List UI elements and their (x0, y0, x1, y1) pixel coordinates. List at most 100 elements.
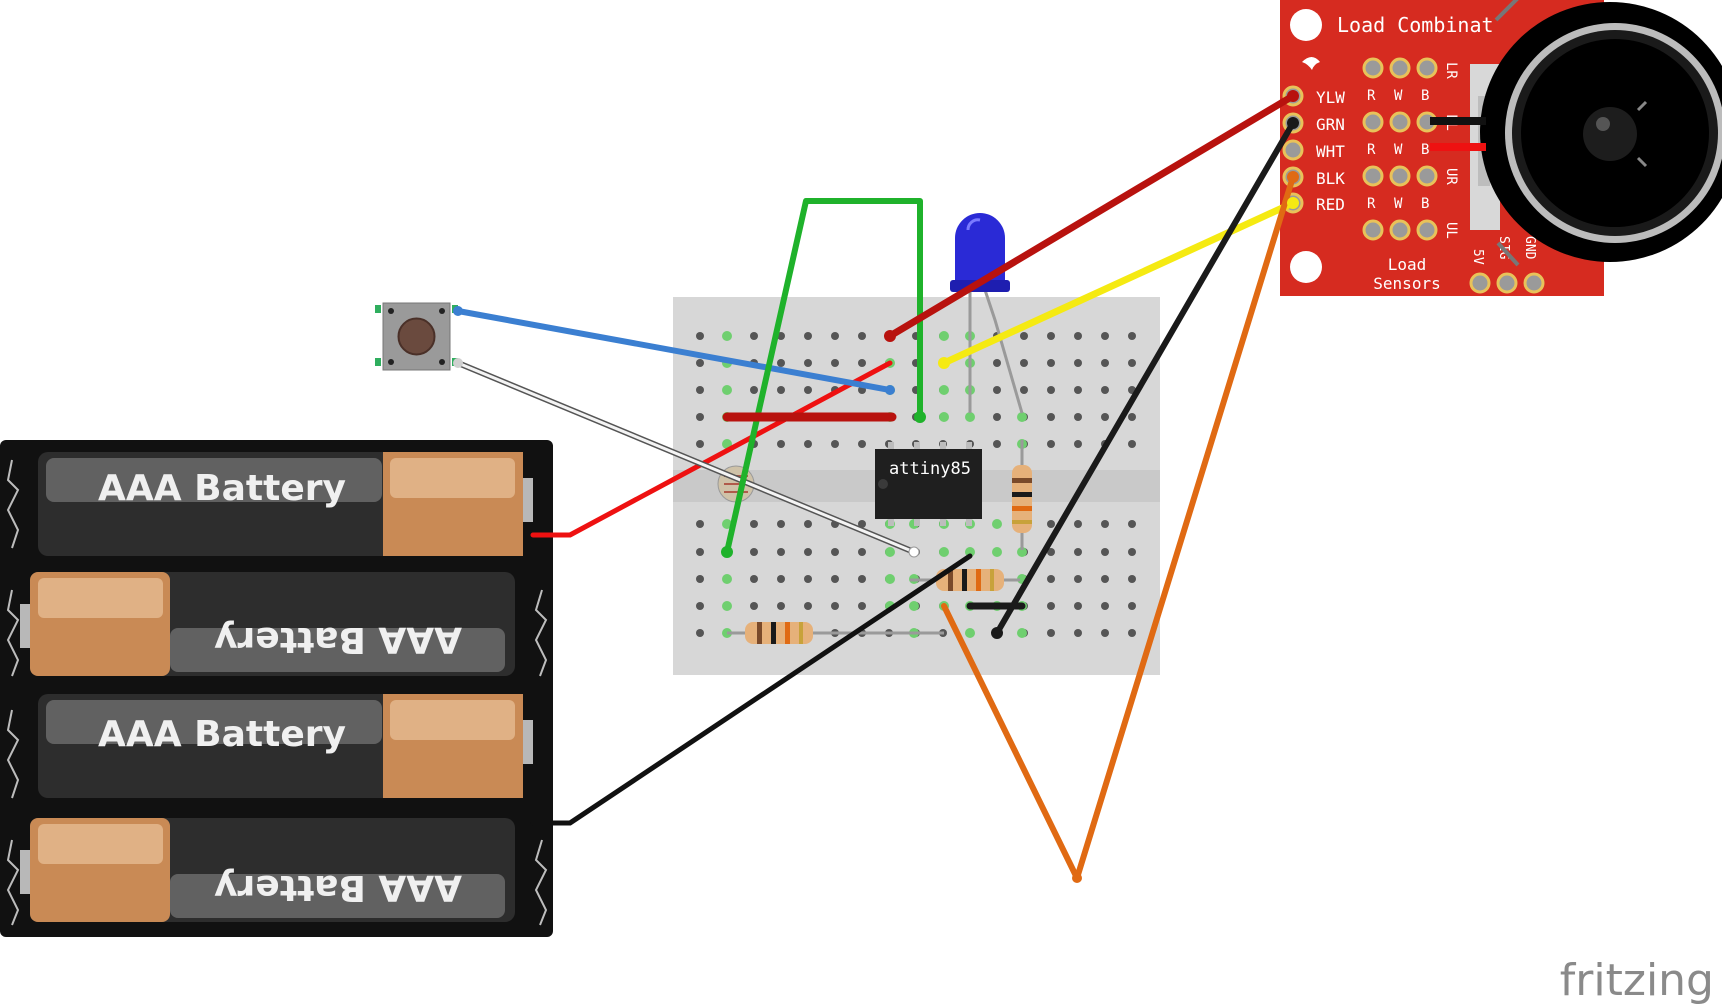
svg-text:W: W (1394, 196, 1403, 212)
breadboard-hole (1074, 629, 1082, 637)
breadboard-hole (750, 332, 758, 340)
breadboard-hole (1047, 629, 1055, 637)
breadboard-hole (992, 547, 1002, 557)
led-body (955, 213, 1005, 288)
breadboard-hole (1020, 332, 1028, 340)
breadboard-hole (1101, 629, 1109, 637)
breadboard-hole (804, 332, 812, 340)
flame-logo-icon (1302, 57, 1320, 70)
breadboard-hole (1101, 520, 1109, 528)
breadboard-hole (804, 602, 812, 610)
battery-cell-2: AAA Battery (20, 572, 515, 676)
breadboard-hole (1128, 548, 1136, 556)
battery-cell-3-label: AAA Battery (98, 714, 346, 755)
breadboard-hole (777, 386, 785, 394)
breadboard-hole (696, 413, 704, 421)
pin-label-blk: BLK (1316, 169, 1345, 188)
attiny85-chip: attiny85 (875, 442, 982, 526)
row-label-ul: UL (1443, 222, 1459, 239)
breadboard-hole (696, 359, 704, 367)
breadboard-hole (1101, 575, 1109, 583)
battery-cell-4-label: AAA Battery (214, 867, 462, 908)
breadboard-hole (1017, 412, 1027, 422)
breadboard-hole (1128, 440, 1136, 448)
breadboard-hole (1074, 602, 1082, 610)
breadboard-hole (1074, 575, 1082, 583)
breadboard-hole (1074, 413, 1082, 421)
breadboard-hole (750, 386, 758, 394)
pin-label-red: RED (1316, 195, 1345, 214)
breadboard-hole (722, 601, 732, 611)
breadboard-hole (1074, 359, 1082, 367)
wire-green-jumper (724, 198, 923, 555)
row-label-lr: LR (1443, 62, 1459, 79)
breadboard-hole (722, 574, 732, 584)
battery-cell-4: AAA Battery (20, 818, 515, 922)
svg-text:B: B (1421, 142, 1429, 158)
load-board-subtitle-2: Sensors (1373, 274, 1440, 293)
battery-pack: AAA Battery AAA Battery AAA Battery (0, 440, 553, 937)
svg-text:R: R (1367, 196, 1376, 212)
chip-label: attiny85 (889, 459, 971, 479)
breadboard-hole (939, 385, 949, 395)
breadboard-hole (1047, 520, 1055, 528)
breadboard-hole (939, 547, 949, 557)
attiny85-body (875, 449, 982, 519)
breadboard-hole (858, 440, 866, 448)
breadboard-hole (696, 602, 704, 610)
breadboard-hole (1074, 520, 1082, 528)
breadboard-hole (939, 331, 949, 341)
battery-cell-1: AAA Battery (38, 452, 533, 556)
breadboard-hole (777, 575, 785, 583)
breadboard-hole (1128, 575, 1136, 583)
breadboard-hole (750, 602, 758, 610)
svg-text:R: R (1367, 88, 1376, 104)
breadboard-hole (992, 519, 1002, 529)
breadboard-hole (804, 575, 812, 583)
breadboard-hole (777, 359, 785, 367)
breadboard-hole (696, 386, 704, 394)
breadboard-hole (804, 359, 812, 367)
blue-led (950, 213, 1024, 414)
header-label-5v: 5V (1470, 249, 1485, 265)
svg-text:B: B (1421, 88, 1429, 104)
breadboard-hole (1017, 547, 1027, 557)
breadboard-hole (696, 548, 704, 556)
breadboard-hole (777, 520, 785, 528)
resistor-horizontal-mid (910, 569, 1020, 591)
resistor-vertical (1012, 440, 1032, 550)
breadboard-hole (993, 440, 1001, 448)
breadboard-hole (858, 359, 866, 367)
breadboard-hole (696, 332, 704, 340)
battery-cell-2-label: AAA Battery (214, 619, 462, 660)
breadboard-hole (831, 332, 839, 340)
breadboard-hole (1101, 386, 1109, 394)
wire-yellow-to-red (940, 199, 1297, 367)
wire-ends (453, 90, 1299, 883)
breadboard-hole (777, 440, 785, 448)
breadboard-hole (750, 575, 758, 583)
breadboard-hole (965, 547, 975, 557)
resistor-horizontal-bottom (727, 622, 944, 644)
breadboard-hole (722, 331, 732, 341)
speaker (1430, 0, 1722, 267)
pin-label-ylw: YLW (1316, 88, 1345, 107)
svg-text:W: W (1394, 142, 1403, 158)
wire-button-blue (455, 308, 893, 393)
breadboard-hole (1017, 628, 1027, 638)
svg-text:B: B (1421, 196, 1429, 212)
breadboard-hole (1101, 413, 1109, 421)
breadboard-hole (1074, 332, 1082, 340)
breadboard-hole (965, 628, 975, 638)
speaker-cone (1583, 107, 1637, 161)
breadboard-hole (1047, 548, 1055, 556)
svg-text:R: R (1367, 142, 1376, 158)
battery-cell-1-label: AAA Battery (98, 468, 346, 509)
breadboard-hole (1047, 602, 1055, 610)
breadboard-hole (1128, 602, 1136, 610)
breadboard-hole (1101, 548, 1109, 556)
header-label-gnd: GND (1522, 236, 1537, 260)
breadboard-hole (1128, 332, 1136, 340)
breadboard-hole (1101, 602, 1109, 610)
